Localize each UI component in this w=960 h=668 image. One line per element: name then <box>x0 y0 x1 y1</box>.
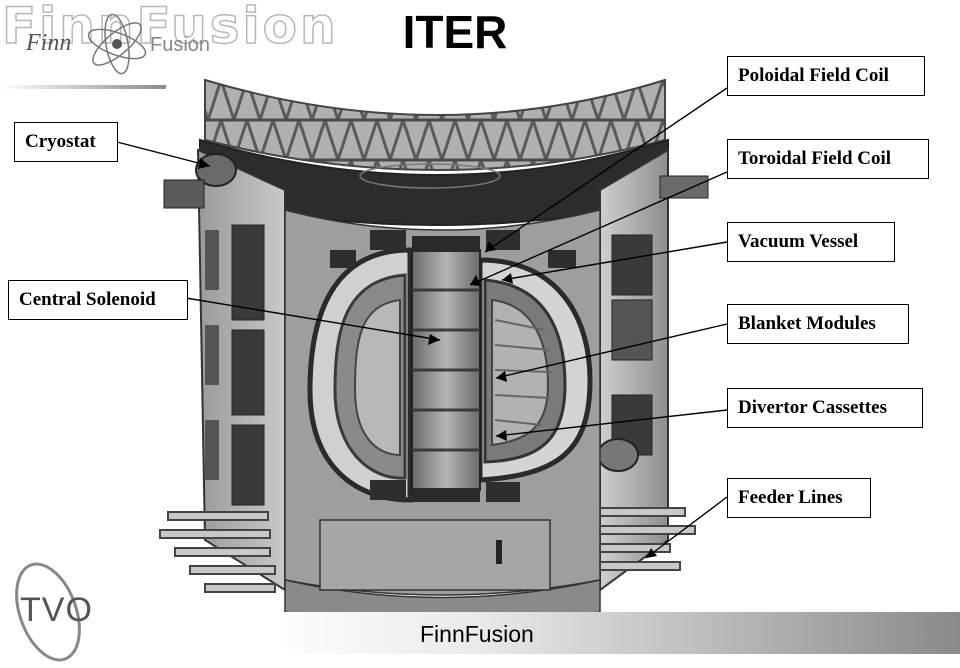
arrowhead-central-solenoid <box>428 334 440 345</box>
callout-vacuum-vessel: Vacuum Vessel <box>727 222 895 262</box>
arrowhead-divertor-cassettes <box>496 430 507 441</box>
callout-central-solenoid: Central Solenoid <box>8 280 188 320</box>
finnfusion-watermark: Finn Fusion <box>1 0 339 55</box>
leader-lines <box>116 87 728 559</box>
feeder-pipes-right <box>599 507 696 571</box>
leader-feeder-lines <box>645 496 728 559</box>
leader-blanket-modules <box>495 323 728 379</box>
cryostat-wall-left <box>163 148 286 592</box>
leader-vacuum-vessel <box>501 241 728 281</box>
arrowhead-vacuum-vessel <box>502 273 513 284</box>
logo-fusion-text: Fusion <box>150 34 211 56</box>
arrowhead-feeder-lines <box>646 548 657 558</box>
leader-divertor-cassettes <box>495 409 728 437</box>
header-rule <box>0 85 166 89</box>
atom-icon <box>87 13 147 75</box>
callout-poloidal-field-coil: Poloidal Field Coil <box>727 56 925 96</box>
callout-blanket-modules: Blanket Modules <box>727 304 909 344</box>
leader-central-solenoid <box>185 297 441 341</box>
footer-bar <box>268 612 960 654</box>
leader-toroidal-field-coil <box>469 171 728 286</box>
toroidal-field-coil-right <box>477 257 593 483</box>
feeder-pipes-left <box>159 511 276 593</box>
tvo-logo: TVO <box>20 591 93 629</box>
leader-poloidal-field-coil <box>484 87 728 253</box>
arrowhead-poloidal-field-coil <box>485 241 496 252</box>
callout-cryostat: Cryostat <box>14 122 118 162</box>
arrowhead-toroidal-field-coil <box>470 275 481 286</box>
central-solenoid-column <box>411 236 481 502</box>
leader-cryostat <box>116 141 211 167</box>
logo-finn-text: Finn <box>26 30 72 56</box>
arrowhead-blanket-modules <box>496 371 507 382</box>
footer-text: FinnFusion <box>420 621 534 647</box>
callout-toroidal-field-coil: Toroidal Field Coil <box>727 139 929 179</box>
page-title: ITER <box>402 6 508 58</box>
callout-divertor-cassettes: Divertor Cassettes <box>727 388 923 428</box>
tvo-logo-ring-icon <box>15 562 81 662</box>
arrowhead-cryostat <box>198 158 210 169</box>
callout-feeder-lines: Feeder Lines <box>727 478 871 518</box>
top-support-truss <box>204 78 666 171</box>
